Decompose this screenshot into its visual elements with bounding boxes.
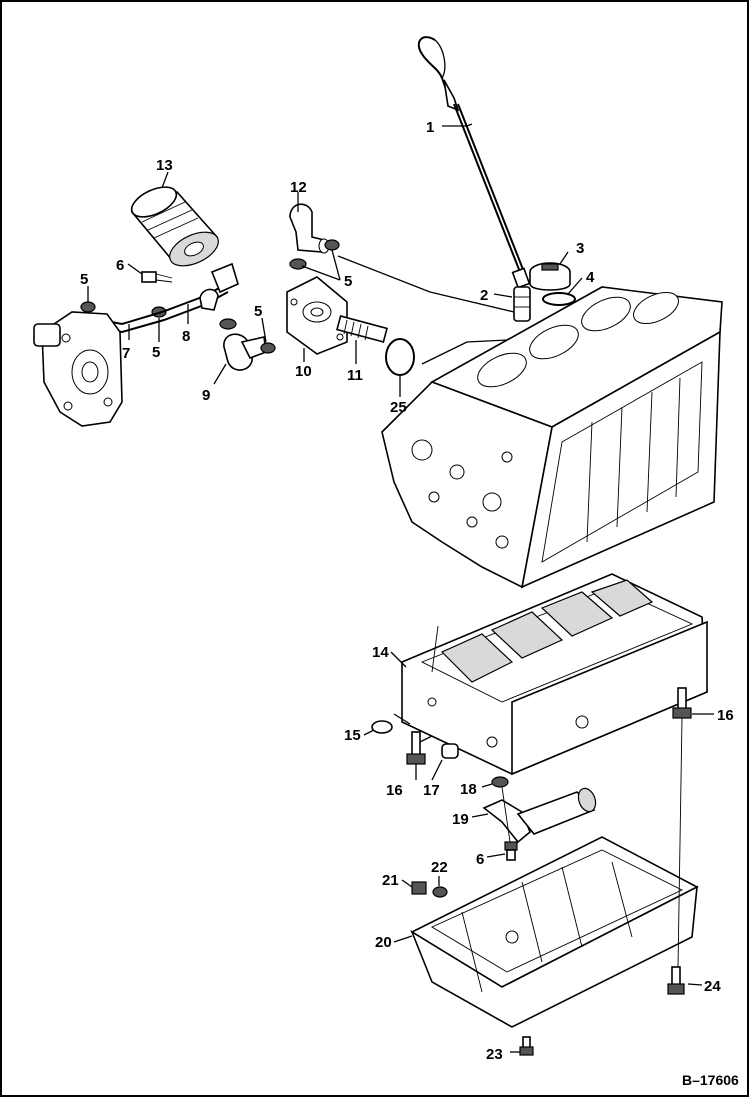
mounting-bolt-6-upper xyxy=(141,271,173,283)
callout-8: 8 xyxy=(182,328,190,345)
cooler-center-bolt xyxy=(336,315,388,343)
pan-bolt-right xyxy=(667,966,685,995)
oil-pan xyxy=(410,836,699,1028)
callout-21: 21 xyxy=(382,872,399,889)
leader-lines xyxy=(87,123,714,1053)
callout-10: 10 xyxy=(295,363,312,380)
dipstick xyxy=(417,36,531,289)
callout-5-b: 5 xyxy=(152,344,160,361)
callout-3: 3 xyxy=(576,240,584,257)
callout-labels: 1 2 3 4 5 5 5 5 6 6 7 8 9 10 11 12 13 14… xyxy=(80,119,734,1063)
callout-22: 22 xyxy=(431,859,448,876)
callout-12: 12 xyxy=(290,179,307,196)
callout-5-d: 5 xyxy=(344,273,352,290)
drain-plug xyxy=(411,881,427,895)
callout-7: 7 xyxy=(122,345,130,362)
callout-5-c: 5 xyxy=(254,303,262,320)
plug xyxy=(371,720,393,734)
oil-filler-cap xyxy=(529,262,571,291)
callout-5-a: 5 xyxy=(80,271,88,288)
hose-clamps xyxy=(80,239,340,354)
water-hose-lower xyxy=(223,333,267,371)
oil-strainer xyxy=(482,787,597,844)
callout-15: 15 xyxy=(344,727,361,744)
callout-19: 19 xyxy=(452,811,469,828)
dowel-sleeve xyxy=(441,743,459,759)
washer xyxy=(491,776,509,788)
drain-washer xyxy=(432,886,448,898)
o-ring xyxy=(542,292,576,306)
callout-23: 23 xyxy=(486,1046,503,1063)
cooler-o-ring xyxy=(385,338,415,376)
callout-6-a: 6 xyxy=(116,257,124,274)
mounting-bolt-6-lower xyxy=(504,841,518,861)
callout-9: 9 xyxy=(202,387,210,404)
callout-16-a: 16 xyxy=(386,782,403,799)
oil-cooler xyxy=(286,276,348,355)
water-pump-housing xyxy=(33,311,123,427)
callout-2: 2 xyxy=(480,287,488,304)
oil-pan-frame xyxy=(401,573,708,776)
callout-1: 1 xyxy=(426,119,434,136)
callout-18: 18 xyxy=(460,781,477,798)
dipstick-guide-tube xyxy=(513,286,531,322)
cylinder-block xyxy=(381,286,723,589)
callout-24: 24 xyxy=(704,978,721,995)
callout-6-b: 6 xyxy=(476,851,484,868)
callout-25: 25 xyxy=(390,399,407,416)
callout-16-b: 16 xyxy=(717,707,734,724)
pan-bolt-bottom xyxy=(519,1036,534,1056)
frame-bolt-left xyxy=(406,731,426,765)
drawing-id: B–17606 xyxy=(682,1072,739,1088)
oil-filter xyxy=(130,186,219,267)
callout-14: 14 xyxy=(372,644,389,661)
callout-13: 13 xyxy=(156,157,173,174)
water-hose-upper xyxy=(289,203,330,254)
callout-17: 17 xyxy=(423,782,440,799)
callout-4: 4 xyxy=(586,269,595,286)
callout-11: 11 xyxy=(347,367,363,384)
callout-20: 20 xyxy=(375,934,392,951)
